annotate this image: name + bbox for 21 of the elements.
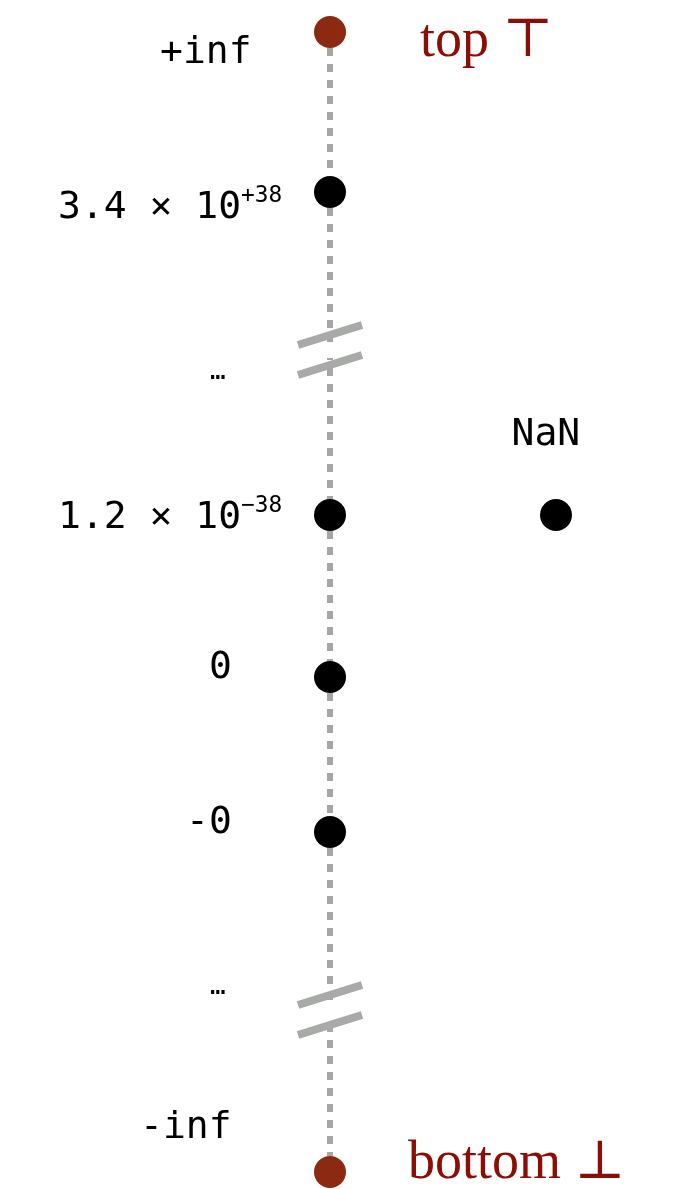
value-label: 3.4 × 10$^{+38}$ — [58, 186, 283, 224]
point-marker — [314, 499, 346, 531]
dotted-line — [327, 208, 333, 499]
point-marker — [314, 1156, 346, 1188]
point-marker — [314, 16, 346, 48]
dotted-line — [327, 848, 333, 1156]
value-label: -0 — [186, 801, 232, 839]
point-marker — [314, 816, 346, 848]
dotted-line — [327, 693, 333, 816]
value-label: NaN — [511, 413, 581, 451]
point-marker — [314, 176, 346, 208]
value-label: 1.2 × 10$^{−38}$ — [58, 496, 283, 534]
ellipsis-label: … — [210, 972, 226, 998]
point-marker — [540, 499, 572, 531]
value-label: 0 — [209, 646, 232, 684]
element-label: bottom ⊥ — [408, 1133, 626, 1187]
ellipsis-label: … — [210, 357, 226, 383]
value-label: -inf — [140, 1106, 232, 1144]
point-marker — [314, 661, 346, 693]
dotted-line — [327, 531, 333, 661]
value-label: +inf — [160, 31, 252, 69]
